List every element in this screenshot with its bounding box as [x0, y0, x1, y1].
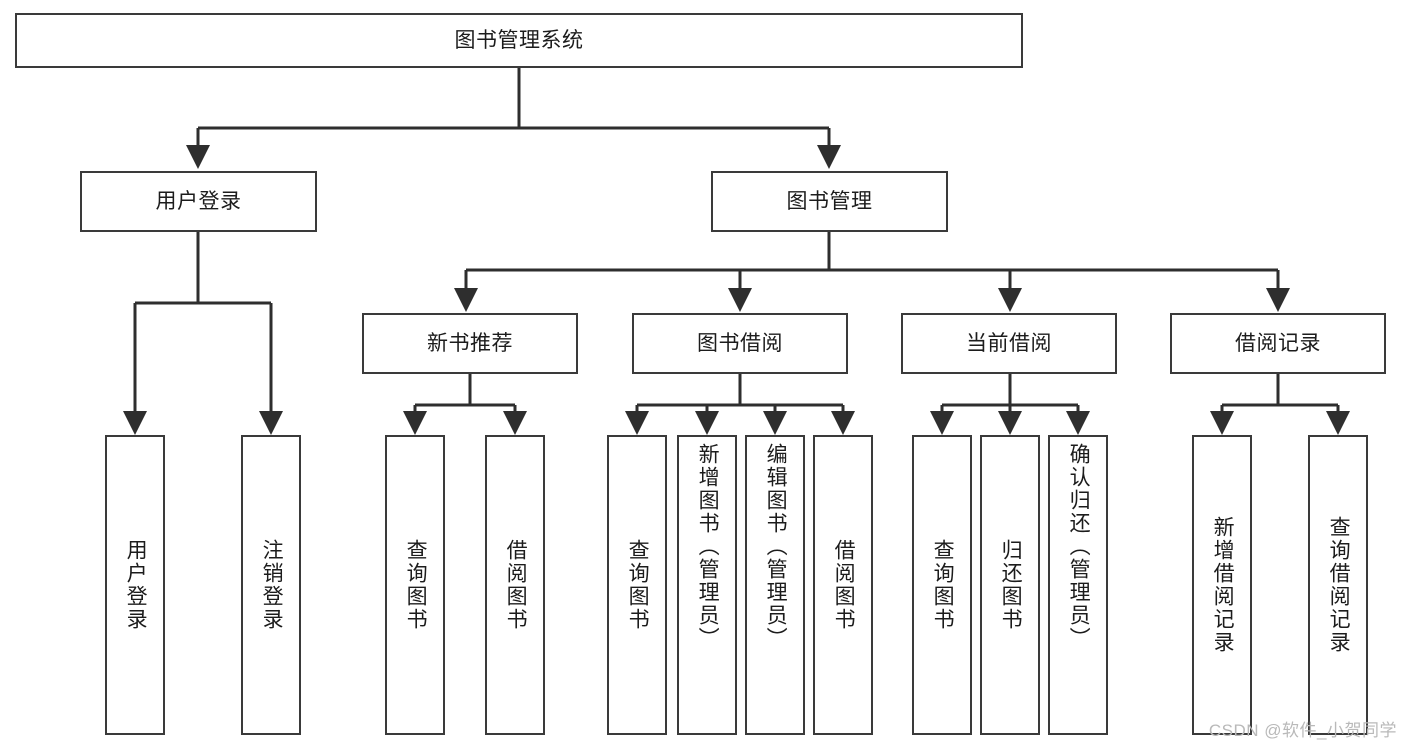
node-leaf-record-add-label: 新增借阅记录: [1211, 516, 1235, 654]
node-user-login-label: 用户登录: [155, 189, 242, 213]
node-current-borrow[interactable]: 当前借阅: [901, 313, 1117, 374]
node-leaf-borrow-edit-book-label: 编辑图书（管理员）: [764, 443, 788, 650]
node-leaf-new-book-borrow[interactable]: 借阅图书: [485, 435, 545, 735]
node-leaf-borrow-borrow-book-label: 借阅图书: [832, 539, 856, 631]
node-leaf-current-return-book-label: 归还图书: [999, 539, 1023, 631]
node-leaf-borrow-add-book-label: 新增图书（管理员）: [696, 443, 720, 650]
node-leaf-borrow-query-book[interactable]: 查询图书: [607, 435, 667, 735]
node-leaf-borrow-borrow-book[interactable]: 借阅图书: [813, 435, 873, 735]
node-borrow-record[interactable]: 借阅记录: [1170, 313, 1386, 374]
node-leaf-current-confirm-return-label: 确认归还（管理员）: [1067, 443, 1091, 650]
node-leaf-user-login-logout[interactable]: 注销登录: [241, 435, 301, 735]
node-leaf-current-confirm-return[interactable]: 确认归还（管理员）: [1048, 435, 1108, 735]
node-root-label: 图书管理系统: [454, 28, 584, 52]
node-book-management-label: 图书管理: [786, 189, 873, 213]
node-leaf-borrow-query-book-label: 查询图书: [626, 539, 650, 631]
node-leaf-current-return-book[interactable]: 归还图书: [980, 435, 1040, 735]
node-new-book-recommend-label: 新书推荐: [427, 331, 513, 355]
node-leaf-user-login-logout-label: 注销登录: [260, 539, 284, 631]
node-leaf-record-add[interactable]: 新增借阅记录: [1192, 435, 1252, 735]
node-book-management[interactable]: 图书管理: [711, 171, 948, 232]
node-leaf-current-query-book[interactable]: 查询图书: [912, 435, 972, 735]
node-root-book-management-system[interactable]: 图书管理系统: [15, 13, 1023, 68]
csdn-watermark: CSDN @软件_小贺同学: [1208, 721, 1397, 740]
node-leaf-new-book-borrow-label: 借阅图书: [504, 539, 528, 631]
node-user-login[interactable]: 用户登录: [80, 171, 317, 232]
node-leaf-current-query-book-label: 查询图书: [931, 539, 955, 631]
node-leaf-user-login-login[interactable]: 用户登录: [105, 435, 165, 735]
node-leaf-user-login-login-label: 用户登录: [124, 539, 148, 631]
node-leaf-new-book-query-label: 查询图书: [404, 539, 428, 631]
node-current-borrow-label: 当前借阅: [966, 331, 1052, 355]
node-leaf-borrow-edit-book[interactable]: 编辑图书（管理员）: [745, 435, 805, 735]
node-leaf-new-book-query[interactable]: 查询图书: [385, 435, 445, 735]
node-new-book-recommend[interactable]: 新书推荐: [362, 313, 578, 374]
node-book-borrow-label: 图书借阅: [697, 331, 783, 355]
node-borrow-record-label: 借阅记录: [1235, 331, 1321, 355]
node-leaf-record-query-label: 查询借阅记录: [1327, 516, 1351, 654]
node-leaf-record-query[interactable]: 查询借阅记录: [1308, 435, 1368, 735]
node-book-borrow[interactable]: 图书借阅: [632, 313, 848, 374]
node-leaf-borrow-add-book[interactable]: 新增图书（管理员）: [677, 435, 737, 735]
